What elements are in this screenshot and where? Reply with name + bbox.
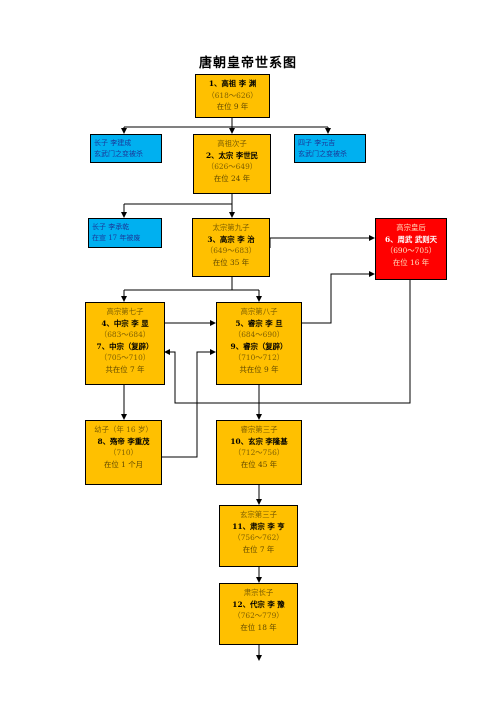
son-note: 玄武门之变被杀 bbox=[298, 149, 347, 158]
empress-box-wuzetian: 高宗皇后 6、周武 武则天 （690～705） 在位 16 年 bbox=[375, 218, 447, 280]
reign-length: 共在位 7 年 bbox=[105, 364, 145, 374]
reign-length: 在位 16 年 bbox=[392, 257, 430, 267]
son-box-jiancheng: 长子 李建成 玄武门之变被杀 bbox=[90, 134, 162, 163]
reign-length: 在位 35 年 bbox=[212, 257, 250, 267]
emperor-box-suzong: 玄宗第三子 11、肃宗 李 亨 （756～762） 在位 7 年 bbox=[219, 505, 298, 567]
emperor-name: 12、代宗 李 豫 bbox=[232, 599, 285, 609]
line-wuzetian-to-zhongzong bbox=[164, 280, 411, 404]
reign-years: （712～756） bbox=[233, 448, 285, 457]
emperor-name: 10、玄宗 李隆基 bbox=[230, 436, 288, 446]
emperor-relation: 高宗第七子 bbox=[106, 307, 144, 316]
son-relation: 四子 李元吉 bbox=[298, 139, 336, 147]
reign-length: 在位 1 个月 bbox=[104, 459, 143, 469]
line-ruizong-to-wuzetian bbox=[302, 271, 375, 324]
reign-years: （649～683） bbox=[205, 246, 257, 255]
emperor-name: 2、太宗 李世民 bbox=[205, 150, 259, 160]
son-relation: 长子 李承乾 bbox=[92, 223, 130, 231]
emperor-name: 1、高祖 李 渊 bbox=[208, 79, 257, 88]
reign-length: 共在位 9 年 bbox=[239, 364, 279, 374]
emperor-box-shangdi: 幼子（年 16 岁） 8、殇帝 李重茂 （710） 在位 1 个月 bbox=[85, 420, 162, 485]
reign-years: （684～690） bbox=[233, 330, 285, 339]
son-relation: 长子 李建成 bbox=[94, 139, 132, 147]
reign-length: 在位 24 年 bbox=[213, 173, 251, 183]
reign-years-restored: （710～712） bbox=[233, 353, 285, 362]
emperor-relation: 睿宗第三子 bbox=[240, 425, 278, 434]
empress-relation: 高宗皇后 bbox=[396, 223, 426, 232]
emperor-box-taizong: 高祖次子 2、太宗 李世民 （626～649） 在位 24 年 bbox=[193, 134, 271, 194]
reign-years: （683～684） bbox=[99, 330, 151, 339]
diagram-title: 唐朝皇帝世系图 bbox=[198, 56, 297, 71]
emperor-box-daizong: 肃宗长子 12、代宗 李 豫 （762～779） 在位 18 年 bbox=[219, 583, 298, 645]
emperor-relation: 高祖次子 bbox=[217, 139, 247, 148]
reign-years: （626～649） bbox=[206, 162, 258, 171]
emperor-box-gaozong: 太宗第九子 3、高宗 李 治 （649～683） 在位 35 年 bbox=[192, 218, 270, 277]
line-gaozong-to-wuzetian bbox=[269, 235, 375, 248]
emperor-name-restored: 9、睿宗（复辟） bbox=[230, 341, 288, 351]
emperor-relation: 玄宗第三子 bbox=[240, 510, 277, 519]
empress-name: 6、周武 武则天 bbox=[384, 234, 438, 244]
reign-years: （690～705） bbox=[385, 246, 437, 255]
son-note: 玄武门之变被杀 bbox=[94, 149, 143, 158]
reign-years: （618～626） bbox=[207, 90, 258, 100]
emperor-relation: 幼子（年 16 岁） bbox=[94, 425, 153, 434]
emperor-box-gaozu: 1、高祖 李 渊 （618～626） 在位 9 年 bbox=[195, 74, 270, 118]
reign-length: 在位 18 年 bbox=[240, 622, 277, 632]
reign-years: （710） bbox=[109, 448, 138, 457]
line-shangdi-to-ruizong bbox=[162, 349, 216, 458]
reign-length: 在位 7 年 bbox=[242, 544, 275, 554]
emperor-name: 8、殇帝 李重茂 bbox=[97, 436, 150, 446]
emperor-name-restored: 7、中宗（复辟） bbox=[96, 341, 154, 351]
reign-years: （756～762） bbox=[233, 533, 284, 542]
emperor-name: 11、肃宗 李 亨 bbox=[232, 521, 285, 531]
emperor-box-zhongzong: 高宗第七子 4、中宗 李 显 （683～684） 7、中宗（复辟） （705～7… bbox=[85, 302, 165, 385]
son-box-yuanji: 四子 李元吉 玄武门之变被杀 bbox=[294, 134, 366, 163]
emperor-relation: 肃宗长子 bbox=[243, 588, 274, 597]
emperor-name: 3、高宗 李 治 bbox=[207, 234, 255, 244]
reign-years: （762～779） bbox=[233, 611, 284, 620]
emperor-box-ruizong: 高宗第八子 5、睿宗 李 旦 （684～690） 9、睿宗（复辟） （710～7… bbox=[216, 302, 302, 385]
son-box-chengqian: 长子 李承乾 在宣 17 年被废 bbox=[88, 218, 162, 248]
emperor-name: 5、睿宗 李 旦 bbox=[235, 318, 283, 328]
emperor-relation: 高宗第八子 bbox=[240, 307, 278, 316]
reign-years-restored: （705～710） bbox=[99, 353, 151, 362]
reign-length: 在位 45 年 bbox=[240, 459, 278, 469]
emperor-box-xuanzong: 睿宗第三子 10、玄宗 李隆基 （712～756） 在位 45 年 bbox=[216, 420, 302, 485]
son-note: 在宣 17 年被废 bbox=[92, 233, 141, 242]
emperor-name: 4、中宗 李 显 bbox=[101, 318, 149, 328]
emperor-relation: 太宗第九子 bbox=[212, 223, 250, 232]
reign-length: 在位 9 年 bbox=[216, 102, 249, 111]
